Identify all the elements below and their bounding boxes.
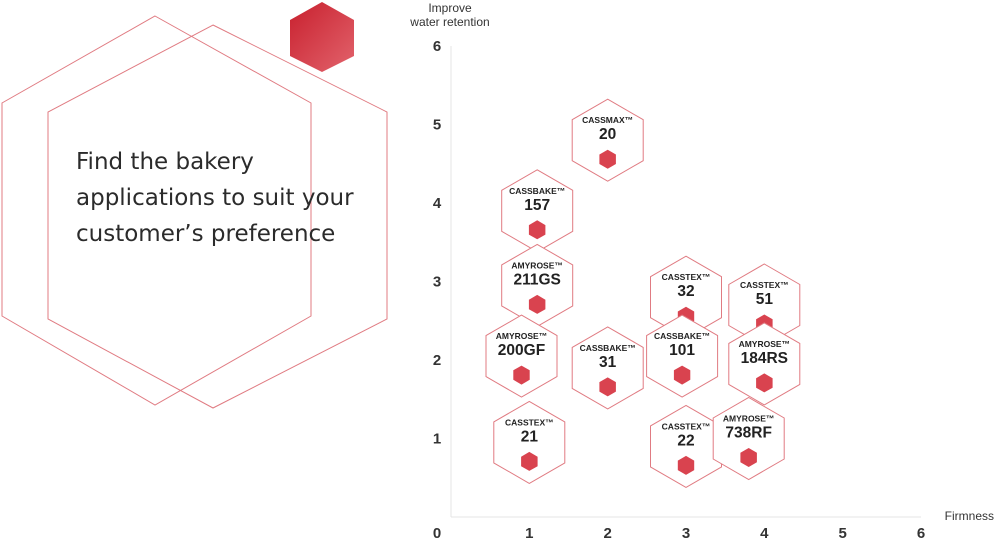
product-code: 32 (677, 283, 694, 300)
x-axis-label: Firmness (945, 509, 994, 523)
product-code: 22 (677, 432, 694, 449)
product-code: 101 (669, 342, 695, 359)
product-brand: CASSTEX™ (662, 272, 711, 282)
product-marker (521, 451, 538, 471)
x-tick-label: 5 (838, 525, 846, 542)
product-marker (513, 365, 530, 385)
product-code: 21 (521, 428, 539, 445)
product-brand: AMYROSE™ (511, 260, 562, 270)
x-tick-label: 4 (760, 525, 769, 542)
product-brand: CASSTEX™ (740, 280, 789, 290)
product-brand: CASSTEX™ (505, 417, 554, 427)
y-tick-labels: 1 2 3 4 5 6 (433, 38, 442, 448)
product-marker (677, 455, 695, 475)
product-marker (740, 448, 757, 467)
product-brand: CASSTEX™ (662, 421, 711, 431)
x-tick-label: 0 (433, 525, 441, 542)
y-tick-label: 1 (433, 431, 441, 448)
headline: Find the bakery applications to suit you… (76, 149, 354, 247)
x-tick-labels: 0 1 2 3 4 5 6 (433, 525, 925, 542)
product-hexagon-outline (571, 326, 644, 410)
product-brand: CASSBAKE™ (580, 343, 636, 353)
x-tick-label: 1 (525, 525, 533, 542)
product-code: 200GF (498, 342, 545, 359)
product-brand: AMYROSE™ (723, 414, 774, 424)
product-marker (756, 373, 773, 393)
product-marker (673, 365, 691, 385)
product-code: 20 (599, 126, 616, 143)
product-marker (528, 294, 546, 314)
product-brand: CASSBAKE™ (654, 331, 710, 341)
product-brand: CASSMAX™ (582, 115, 633, 125)
x-tick-label: 2 (603, 525, 611, 542)
x-tick-label: 6 (917, 525, 925, 542)
y-axis-label-line1: Improve (428, 1, 472, 15)
product-code: 157 (524, 197, 550, 214)
large-hexagon-outline (1, 15, 312, 406)
product-hexagon-outline (485, 314, 558, 398)
x-tick-label: 3 (682, 525, 690, 542)
product-brand: AMYROSE™ (496, 331, 547, 341)
product-hexagon-outline (571, 98, 644, 182)
product-code: 184RS (741, 350, 788, 367)
product-hexagon-outline (493, 400, 566, 484)
y-tick-label: 2 (433, 352, 441, 369)
y-tick-label: 5 (433, 117, 441, 134)
product-hexagon-outline (728, 322, 801, 406)
product-marker (599, 377, 616, 397)
product-code: 51 (756, 291, 774, 308)
y-tick-label: 6 (433, 38, 441, 55)
inner-hexagon-outline (47, 24, 388, 409)
y-tick-label: 3 (433, 274, 441, 291)
product-code: 738RF (725, 425, 772, 442)
product-brand: CASSBAKE™ (509, 186, 565, 196)
solid-red-hexagon (290, 2, 354, 72)
product-code: 31 (599, 354, 617, 371)
y-axis-label-line2: water retention (409, 15, 489, 29)
product-hexagon-outline (646, 314, 719, 398)
product-brand: AMYROSE™ (739, 339, 790, 349)
product-code: 211GS (513, 271, 560, 288)
y-tick-label: 4 (433, 195, 442, 212)
product-marker (599, 149, 616, 169)
product-hexagon-outline (712, 396, 785, 481)
product-marker (528, 220, 546, 240)
